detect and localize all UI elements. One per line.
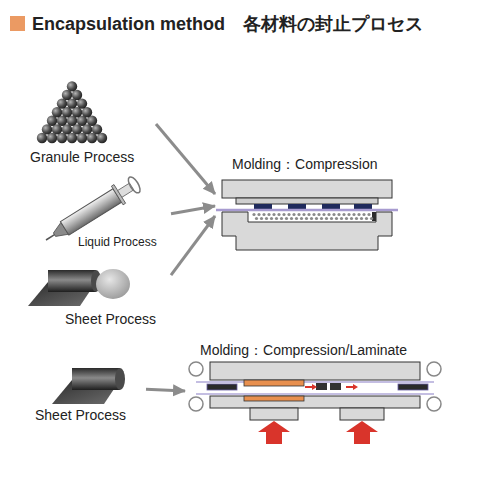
sheet-disc — [96, 269, 130, 299]
process-label: Molding：Compression/Laminate — [200, 342, 451, 359]
process-group: Liquid Process — [35, 185, 171, 249]
sheet-roll — [52, 368, 125, 404]
process-label: Sheet Process — [65, 311, 171, 328]
syringe — [40, 173, 143, 249]
flow-arrow — [171, 216, 215, 275]
sheet-roll — [28, 270, 101, 306]
process-group: Granule Process — [20, 82, 156, 166]
title-block: Encapsulation method 各材料の封止プロセス — [32, 12, 423, 36]
flow-arrow — [171, 206, 215, 214]
process-label: Granule Process — [30, 149, 156, 166]
accent-square — [10, 16, 25, 31]
flow-arrow — [156, 124, 215, 194]
laminate-mold — [189, 362, 441, 444]
process-label: Molding：Compression — [232, 156, 406, 173]
process-group: Molding：Compression — [215, 156, 406, 256]
process-label: Liquid Process — [78, 235, 171, 249]
process-group: Molding：Compression/Laminate — [185, 342, 451, 446]
process-group: Sheet Process — [25, 262, 171, 328]
title: Encapsulation method 各材料の封止プロセス — [32, 12, 423, 36]
process-group: Sheet Process — [30, 366, 146, 424]
granule-pile — [37, 81, 107, 143]
process-label: Sheet Process — [35, 407, 146, 424]
flow-arrow — [146, 389, 185, 391]
compression-mold — [216, 180, 398, 250]
